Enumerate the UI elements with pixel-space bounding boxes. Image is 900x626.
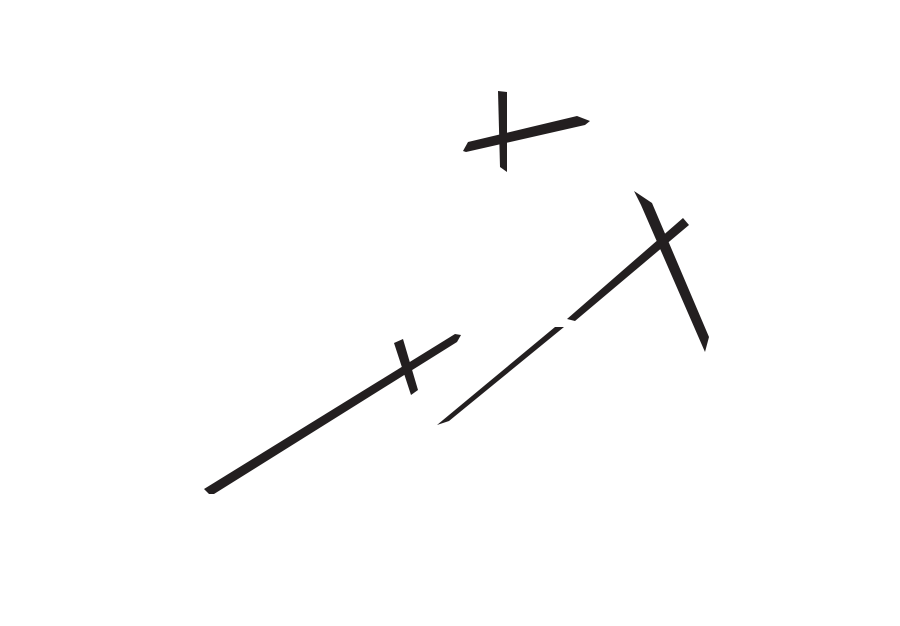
top-cross-horizontal-stroke (463, 116, 590, 152)
long-left-stroke (204, 334, 461, 494)
top-cross-vertical-stroke (498, 91, 507, 172)
right-cross-stroke (634, 191, 709, 352)
middle-lower-stroke-segment (437, 327, 564, 425)
left-cross-tick-stroke (394, 339, 418, 395)
